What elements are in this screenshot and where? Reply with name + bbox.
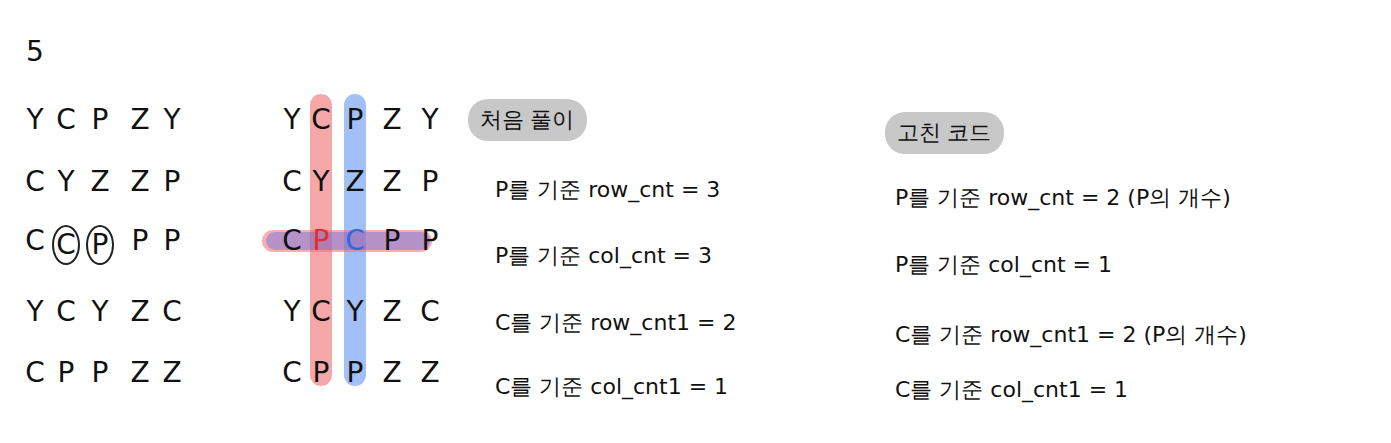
grid-letter: C: [25, 359, 45, 387]
grid-letter: Z: [130, 106, 149, 134]
grid-letter: C: [162, 298, 182, 326]
note-line: C를 기준 col_cnt1 = 1: [895, 379, 1128, 401]
grid-letter: Y: [57, 168, 74, 196]
grid-letter: P: [164, 227, 181, 255]
grid-letter: Y: [26, 298, 43, 326]
grid-letter: P: [132, 227, 149, 255]
grid-letter: P: [422, 227, 439, 255]
heading-text: 처음 풀이: [480, 109, 575, 131]
grid-letter: P: [347, 106, 364, 134]
grid-letter: Y: [283, 106, 300, 134]
grid-letter: C: [282, 359, 302, 387]
grid-letter: P: [313, 359, 330, 387]
grid-letter: P: [422, 168, 439, 196]
heading-highlight: 처음 풀이: [468, 99, 587, 141]
circled-letter: P: [86, 225, 114, 265]
note-line: P를 기준 col_cnt = 1: [895, 254, 1112, 276]
note-line: P를 기준 row_cnt = 3: [495, 179, 720, 201]
grid-letter: Z: [90, 168, 109, 196]
grid-letter: Z: [382, 359, 401, 387]
grid-letter: C: [56, 231, 76, 259]
note-line: P를 기준 row_cnt = 2 (P의 개수): [895, 187, 1231, 209]
grid-letter: Z: [162, 359, 181, 387]
grid-letter: Y: [163, 106, 180, 134]
grid-letter: P: [384, 227, 401, 255]
grid-letter: Y: [421, 106, 438, 134]
note-line: P를 기준 col_cnt = 3: [495, 245, 712, 267]
heading-text: 고친 코드: [897, 122, 992, 144]
grid-letter: P: [347, 359, 364, 387]
grid-letter: C: [25, 227, 45, 255]
blue-column-band: [344, 94, 366, 386]
grid-letter: Z: [382, 298, 401, 326]
grid-letter: Z: [130, 359, 149, 387]
grid-letter: Z: [130, 168, 149, 196]
heading-highlight: 고친 코드: [885, 112, 1004, 154]
red-column-band: [310, 94, 332, 386]
grid-letter: Z: [382, 106, 401, 134]
grid-letter: C: [56, 106, 76, 134]
grid-letter: C: [420, 298, 440, 326]
grid-letter: Z: [382, 168, 401, 196]
grid-letter: P: [92, 106, 109, 134]
grid-letter: C: [282, 227, 302, 255]
grid-letter: Y: [91, 298, 108, 326]
grid-letter: Y: [312, 168, 329, 196]
grid-letter: C: [25, 168, 45, 196]
grid-letter: Z: [130, 298, 149, 326]
grid-letter: 5: [26, 38, 44, 66]
grid-letter: P: [164, 168, 181, 196]
grid-letter: P: [58, 359, 75, 387]
grid-letter: Y: [283, 298, 300, 326]
grid-letter: P: [313, 227, 330, 255]
note-line: C를 기준 col_cnt1 = 1: [495, 376, 728, 398]
grid-letter: C: [56, 298, 76, 326]
grid-letter: Y: [346, 298, 363, 326]
grid-letter: Z: [420, 359, 439, 387]
grid-letter: C: [311, 106, 331, 134]
grid-letter: Z: [345, 168, 364, 196]
grid-letter: C: [311, 298, 331, 326]
grid-letter: P: [92, 359, 109, 387]
grid-letter: C: [282, 168, 302, 196]
grid-letter: Y: [26, 106, 43, 134]
note-line: C를 기준 row_cnt1 = 2: [495, 312, 736, 334]
grid-letter: C: [345, 227, 365, 255]
circled-letter: C: [52, 225, 80, 265]
grid-letter: P: [92, 231, 109, 259]
note-line: C를 기준 row_cnt1 = 2 (P의 개수): [895, 324, 1247, 346]
